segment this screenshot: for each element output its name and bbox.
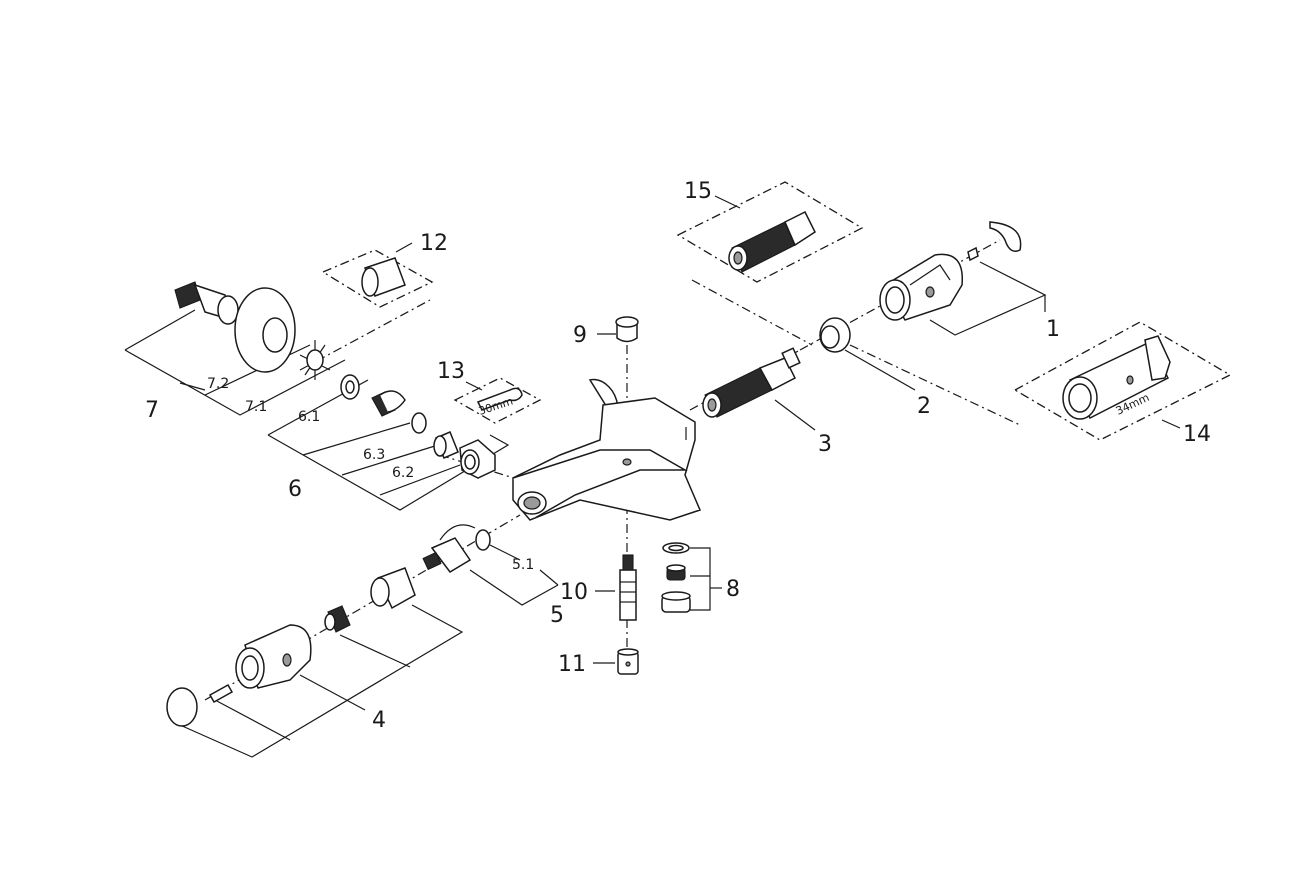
part-9-cap	[615, 316, 639, 343]
label-12: 12	[420, 231, 448, 256]
label-5: 5	[550, 603, 564, 628]
part-7-rosette	[234, 287, 296, 373]
part-12-adapter	[361, 257, 406, 297]
label-4: 4	[372, 708, 386, 733]
label-10: 10	[560, 580, 588, 605]
part-15-cartridge	[728, 210, 816, 273]
label-6-1: 6.1	[298, 409, 320, 425]
label-7-2: 7.2	[207, 376, 229, 392]
label-3: 3	[818, 432, 832, 457]
kit-box-14	[1013, 321, 1232, 441]
label-15: 15	[684, 179, 712, 204]
label-5-1: 5.1	[512, 557, 534, 573]
part-6-connection	[340, 374, 496, 479]
label-13: 13	[437, 359, 465, 384]
part-2-ring	[819, 317, 851, 353]
part-10-diverter	[619, 554, 637, 621]
part-5-flow-cartridge	[422, 524, 491, 573]
label-14: 14	[1183, 422, 1211, 447]
label-11: 11	[558, 652, 586, 677]
part-1-handle	[879, 253, 963, 321]
kit-boxes	[321, 181, 1232, 441]
label-8: 8	[726, 577, 740, 602]
label-7: 7	[145, 398, 159, 423]
part-3-cartridge	[702, 347, 801, 418]
part-8-aerator	[661, 542, 691, 613]
part-7-1-seal	[299, 340, 331, 380]
label-6-3: 6.3	[363, 447, 385, 463]
label-6-2: 6.2	[392, 465, 414, 481]
part-11-sleeve	[617, 648, 639, 675]
kit-box-13	[453, 377, 542, 424]
label-9: 9	[573, 323, 587, 348]
leader-lines	[124, 195, 1181, 758]
part-4-flow-handle	[166, 567, 416, 727]
part-14-sleeve-tool	[1062, 335, 1171, 420]
mixer-body	[512, 378, 702, 521]
part-1-screw-clip	[967, 221, 1022, 262]
kit-box-12	[321, 249, 434, 308]
label-6: 6	[288, 477, 302, 502]
label-2: 2	[917, 394, 931, 419]
kit-box-15	[676, 181, 864, 283]
label-7-1: 7.1	[245, 399, 267, 415]
label-1: 1	[1046, 317, 1060, 342]
part-7-s-union	[174, 281, 239, 325]
part-13-wrench	[476, 387, 523, 411]
